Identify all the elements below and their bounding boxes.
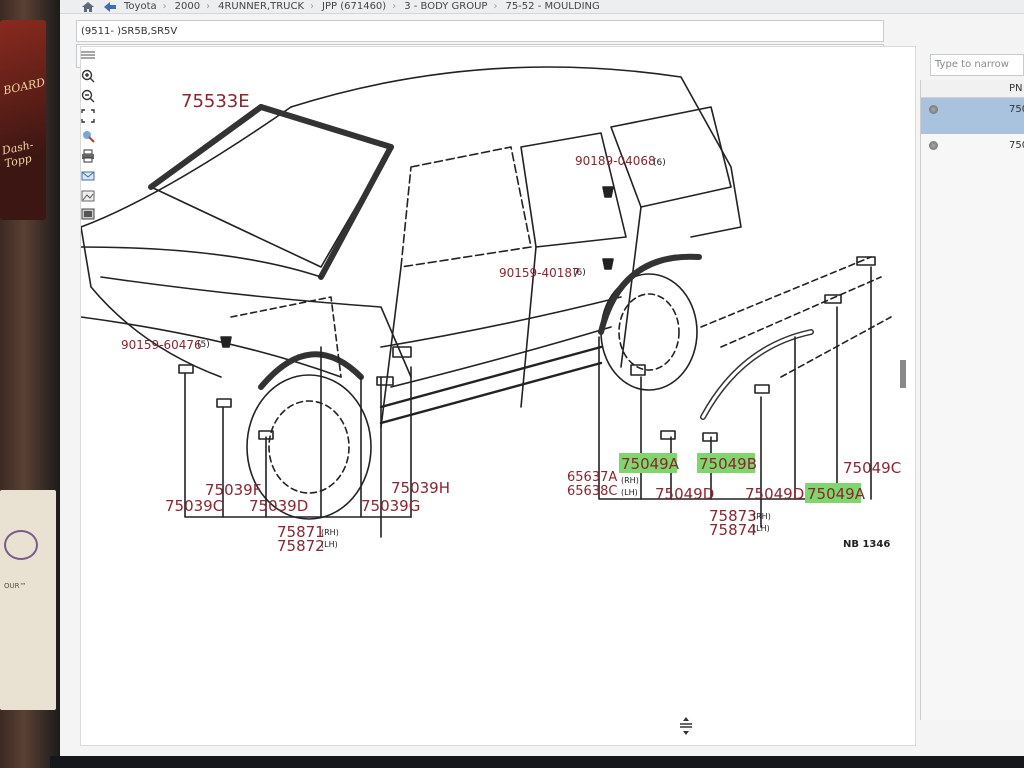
callout-75873[interactable]: 75873 <box>709 507 757 525</box>
callout-75872[interactable]: 75872 <box>277 537 325 555</box>
column-header-pn: PN <box>1009 83 1023 94</box>
part-number-cell: 750 <box>1009 104 1024 115</box>
callout-65638c[interactable]: 65638C <box>567 484 617 499</box>
expand-icon[interactable] <box>929 141 938 150</box>
breadcrumb: Toyota › 2000 › 4RUNNER,TRUCK › JPP (671460… <box>60 0 1024 14</box>
chevron-right-icon: › <box>493 1 498 12</box>
monitor-bezel-bottom <box>50 756 1024 768</box>
breadcrumb-group[interactable]: 3 - BODY GROUP <box>404 1 488 12</box>
card-emblem <box>4 530 38 560</box>
highlight-box <box>697 453 755 473</box>
back-arrow-icon[interactable] <box>104 1 116 12</box>
business-card: OUR™ <box>0 490 56 710</box>
callout-65637a[interactable]: 65637A <box>567 470 617 485</box>
quantity-label: (6) <box>653 158 666 168</box>
side-label: (LH) <box>753 524 770 533</box>
pamphlet-text: BOARD <box>2 75 47 98</box>
pamphlet-text: Dash-Topp <box>0 138 35 171</box>
fit-to-screen-icon[interactable] <box>80 108 95 123</box>
panel-splitter-handle[interactable] <box>900 360 906 388</box>
vehicle-illustration: 75533E 90189-04068 (6) 90159-40187 (6) 9… <box>81 66 901 555</box>
callout-90159-40187[interactable]: 90159-40187 <box>499 266 580 280</box>
image-icon[interactable] <box>80 188 95 203</box>
callout-75874[interactable]: 75874 <box>709 521 757 539</box>
breadcrumb-section[interactable]: 75-52 - MOULDING <box>505 1 600 12</box>
callout-75039f[interactable]: 75039F <box>205 481 261 499</box>
highlight-box <box>805 483 861 503</box>
callout-75039d[interactable]: 75039D <box>249 497 308 515</box>
side-label: (RH) <box>621 476 639 485</box>
side-label: (RH) <box>753 512 771 521</box>
expand-icon[interactable] <box>929 105 938 114</box>
callout-75039h[interactable]: 75039H <box>391 479 450 497</box>
grid-icon[interactable] <box>80 48 95 63</box>
print-icon[interactable] <box>80 148 95 163</box>
callout-75049a[interactable]: 75049A <box>807 485 866 503</box>
narrow-search-input[interactable]: Type to narrow <box>930 54 1024 76</box>
application-window: Toyota › 2000 › 4RUNNER,TRUCK › JPP (671460… <box>60 0 1024 758</box>
side-label: (LH) <box>321 540 338 549</box>
quantity-label: (5) <box>197 340 210 350</box>
callout-75049d[interactable]: 75049D <box>745 485 804 503</box>
callout-75039c[interactable]: 75039C <box>165 497 223 515</box>
parts-list-panel: PN 750 750 <box>920 80 1024 720</box>
callout-75049c[interactable]: 75049C <box>843 459 901 477</box>
callout-75533e[interactable]: 75533E <box>181 91 250 112</box>
chevron-right-icon: › <box>310 1 315 12</box>
callout-75049a[interactable]: 75049A <box>621 455 680 473</box>
callout-75049b[interactable]: 75049B <box>699 455 757 473</box>
side-label: (RH) <box>321 528 339 537</box>
model-select-value: (9511- )SR5B,SR5V <box>81 25 178 37</box>
callout-90189-04068[interactable]: 90189-04068 <box>575 154 656 168</box>
model-select[interactable]: (9511- )SR5B,SR5V <box>76 20 884 42</box>
breadcrumb-make[interactable]: Toyota <box>124 1 157 12</box>
parts-table-header: PN <box>921 80 1024 98</box>
quantity-label: (6) <box>573 268 586 278</box>
chevron-right-icon: › <box>392 1 397 12</box>
callout-90159-60476[interactable]: 90159-60476 <box>121 338 202 352</box>
callout-75871[interactable]: 75871 <box>277 523 325 541</box>
breadcrumb-catalog[interactable]: JPP (671460) <box>322 1 387 12</box>
breadcrumb-model[interactable]: 4RUNNER,TRUCK <box>218 1 305 12</box>
side-label: (LH) <box>621 488 638 497</box>
home-icon[interactable] <box>82 1 94 12</box>
callout-75039g[interactable]: 75039G <box>361 497 420 515</box>
chevron-right-icon: › <box>206 1 211 12</box>
export-icon[interactable] <box>80 206 95 221</box>
pamphlet: BOARD Dash-Topp <box>0 20 46 220</box>
highlight-box <box>619 453 677 473</box>
table-row[interactable]: 750 <box>921 134 1024 170</box>
zoom-in-icon[interactable] <box>80 68 95 83</box>
parts-diagram[interactable]: 75533E 90189-04068 (6) 90159-40187 (6) 9… <box>80 46 916 746</box>
card-text: OUR™ <box>4 582 27 590</box>
email-icon[interactable] <box>80 168 95 183</box>
diagram-code: NB 1346 <box>843 539 890 550</box>
highlight-tool-icon[interactable] <box>80 128 95 143</box>
resize-handle-icon[interactable] <box>678 716 694 740</box>
chevron-right-icon: › <box>162 1 167 12</box>
callout-75049d[interactable]: 75049D <box>655 485 714 503</box>
table-row[interactable]: 750 <box>921 98 1024 134</box>
breadcrumb-year[interactable]: 2000 <box>174 1 201 12</box>
zoom-out-icon[interactable] <box>80 88 95 103</box>
part-number-cell: 750 <box>1009 140 1024 151</box>
